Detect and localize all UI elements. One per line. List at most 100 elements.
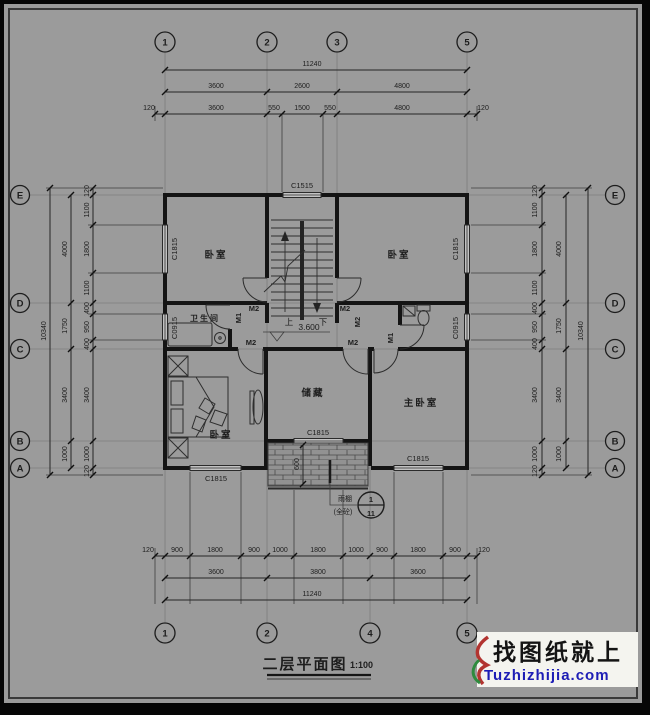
nightstand bbox=[167, 437, 189, 459]
dim-label: 1800 bbox=[532, 241, 539, 257]
dim-label: 120 bbox=[84, 465, 91, 477]
dim-label: 950 bbox=[532, 321, 539, 333]
dim-label: 400 bbox=[532, 302, 539, 314]
window-label-c1515: C1515 bbox=[291, 181, 313, 190]
dim-label: 4000 bbox=[62, 241, 69, 257]
room-label-bedroom-ne: 卧室 bbox=[387, 249, 410, 261]
fixtures bbox=[167, 304, 431, 459]
dim-label: 3400 bbox=[84, 387, 91, 403]
dim-label: 1800 bbox=[410, 547, 426, 554]
stair-up-arrow bbox=[281, 231, 289, 241]
door-label-m1: M1 bbox=[234, 313, 243, 323]
door-labels: M1 M2 M2 M2 M2 M2 M1 bbox=[234, 304, 395, 347]
window-label-c1815-nw: C1815 bbox=[170, 238, 179, 260]
grid-bubble-left-E: E bbox=[17, 191, 23, 202]
dim-label: 11240 bbox=[303, 61, 322, 68]
callout-number: 1 bbox=[369, 495, 373, 504]
level-value: 3.600 bbox=[298, 322, 320, 332]
door-label-m2: M2 bbox=[353, 317, 362, 327]
wardrobe bbox=[249, 390, 255, 425]
dim-label: 900 bbox=[376, 547, 388, 554]
window-label-c0915-w: C0915 bbox=[170, 317, 179, 339]
grid-bubble-bottom-4: 4 bbox=[367, 629, 373, 640]
dim-label: 1100 bbox=[84, 280, 91, 295]
grid-bubble-right-D: D bbox=[612, 299, 619, 310]
watermark-logo-green-ribbon bbox=[471, 658, 481, 685]
dimensions-left: 120 1100 1800 1100 400 950 400 3400 1000… bbox=[41, 184, 163, 479]
grid-bubble-right-A: A bbox=[612, 464, 619, 475]
door-label-m2: M2 bbox=[246, 338, 256, 347]
dimensions-right: 120 1100 1800 1100 400 950 400 3400 1000… bbox=[471, 184, 592, 479]
grid-bubble-left-A: A bbox=[17, 464, 24, 475]
dim-label: 4800 bbox=[394, 105, 410, 112]
paper bbox=[4, 4, 642, 703]
corner-sink bbox=[402, 305, 416, 317]
stair-down-arrow bbox=[313, 303, 321, 313]
window-label-c1815-master: C1815 bbox=[407, 454, 429, 463]
window-labels: C1515 C1815 C1815 C0915 C0915 C1815 C181… bbox=[170, 181, 460, 483]
dim-label: 1800 bbox=[84, 241, 91, 257]
level-mark: 上 3.600 下 bbox=[263, 317, 330, 342]
dim-label: 10340 bbox=[41, 321, 48, 341]
stair-break-line bbox=[263, 249, 306, 293]
watermark-text-url: Tuzhizhijia.com bbox=[484, 667, 610, 684]
grid-bubble-bottom-2: 2 bbox=[264, 629, 269, 640]
room-labels: 卧室 卧室 卫生间 储藏 主卧室 卧室 bbox=[190, 249, 436, 441]
dim-label: 1000 bbox=[348, 547, 364, 554]
stair-down-label: 下 bbox=[319, 317, 328, 327]
staircase bbox=[263, 219, 333, 320]
dim-label: 3800 bbox=[310, 569, 326, 576]
dim-label: 4800 bbox=[394, 83, 410, 90]
dim-label: 120 bbox=[84, 185, 91, 197]
dim-label: 1000 bbox=[556, 446, 563, 462]
room-label-bedroom-nw: 卧室 bbox=[204, 249, 227, 261]
toilet-bowl bbox=[417, 310, 430, 326]
callout-leader bbox=[329, 483, 357, 506]
dim-label: 900 bbox=[171, 547, 183, 554]
dim-label: 400 bbox=[84, 302, 91, 314]
balcony-canopy: 600 bbox=[267, 441, 369, 506]
stair-up-label: 上 bbox=[285, 317, 294, 327]
dim-label: 3400 bbox=[62, 387, 69, 403]
dimensions-top: 11240 3600 2600 4800 120 3600 550 1500 5… bbox=[143, 61, 489, 192]
dim-label: 1100 bbox=[532, 280, 539, 295]
dim-label: 1750 bbox=[556, 318, 563, 334]
dim-label: 11240 bbox=[303, 591, 322, 598]
dim-label: 120 bbox=[142, 547, 154, 554]
doors bbox=[205, 277, 425, 375]
dim-label: 1000 bbox=[272, 547, 288, 554]
grid-bubble-top-2: 2 bbox=[264, 38, 269, 49]
dimensions-bottom: 120 900 1800 900 1000 1800 1000 900 1800… bbox=[142, 472, 490, 604]
grid-bubble-left-C: C bbox=[17, 345, 24, 356]
dim-label: 1000 bbox=[532, 446, 539, 462]
dim-label: 900 bbox=[248, 547, 260, 554]
grid-bubble-right-B: B bbox=[612, 437, 619, 448]
paper-frame bbox=[4, 4, 642, 703]
dim-label: 3600 bbox=[208, 105, 224, 112]
door-label-m1: M1 bbox=[386, 333, 395, 343]
dim-label: 120 bbox=[532, 465, 539, 477]
dim-label: 400 bbox=[532, 338, 539, 350]
dim-label: 3400 bbox=[532, 387, 539, 403]
watermark-box bbox=[477, 632, 638, 687]
watermark-text-cn: 找图纸就上 bbox=[493, 639, 623, 665]
grid-bubble-bottom-1: 1 bbox=[162, 629, 168, 640]
dim-label: 3600 bbox=[410, 569, 426, 576]
grid-bubble-right-C: C bbox=[612, 345, 619, 356]
watermark-logo-red-ribbon bbox=[475, 635, 491, 686]
grid-bubble-bottom-5: 5 bbox=[464, 629, 470, 640]
window-label-c1815-sw: C1815 bbox=[205, 474, 227, 483]
door-label-m2: M2 bbox=[348, 338, 358, 347]
window-label-c0915-e: C0915 bbox=[451, 317, 460, 339]
dim-label: 3400 bbox=[556, 387, 563, 403]
grid-bubble-top-5: 5 bbox=[464, 38, 470, 49]
title-block: 二层平面图 1:100 bbox=[262, 656, 373, 680]
dim-label: 120 bbox=[478, 547, 490, 554]
nightstand bbox=[167, 355, 189, 377]
dim-label: 3600 bbox=[208, 569, 224, 576]
dim-label: 1000 bbox=[84, 446, 91, 462]
dim-label: 3600 bbox=[208, 83, 224, 90]
drawing-scale: 1:100 bbox=[350, 660, 373, 670]
grid-bubble-right-E: E bbox=[612, 191, 618, 202]
